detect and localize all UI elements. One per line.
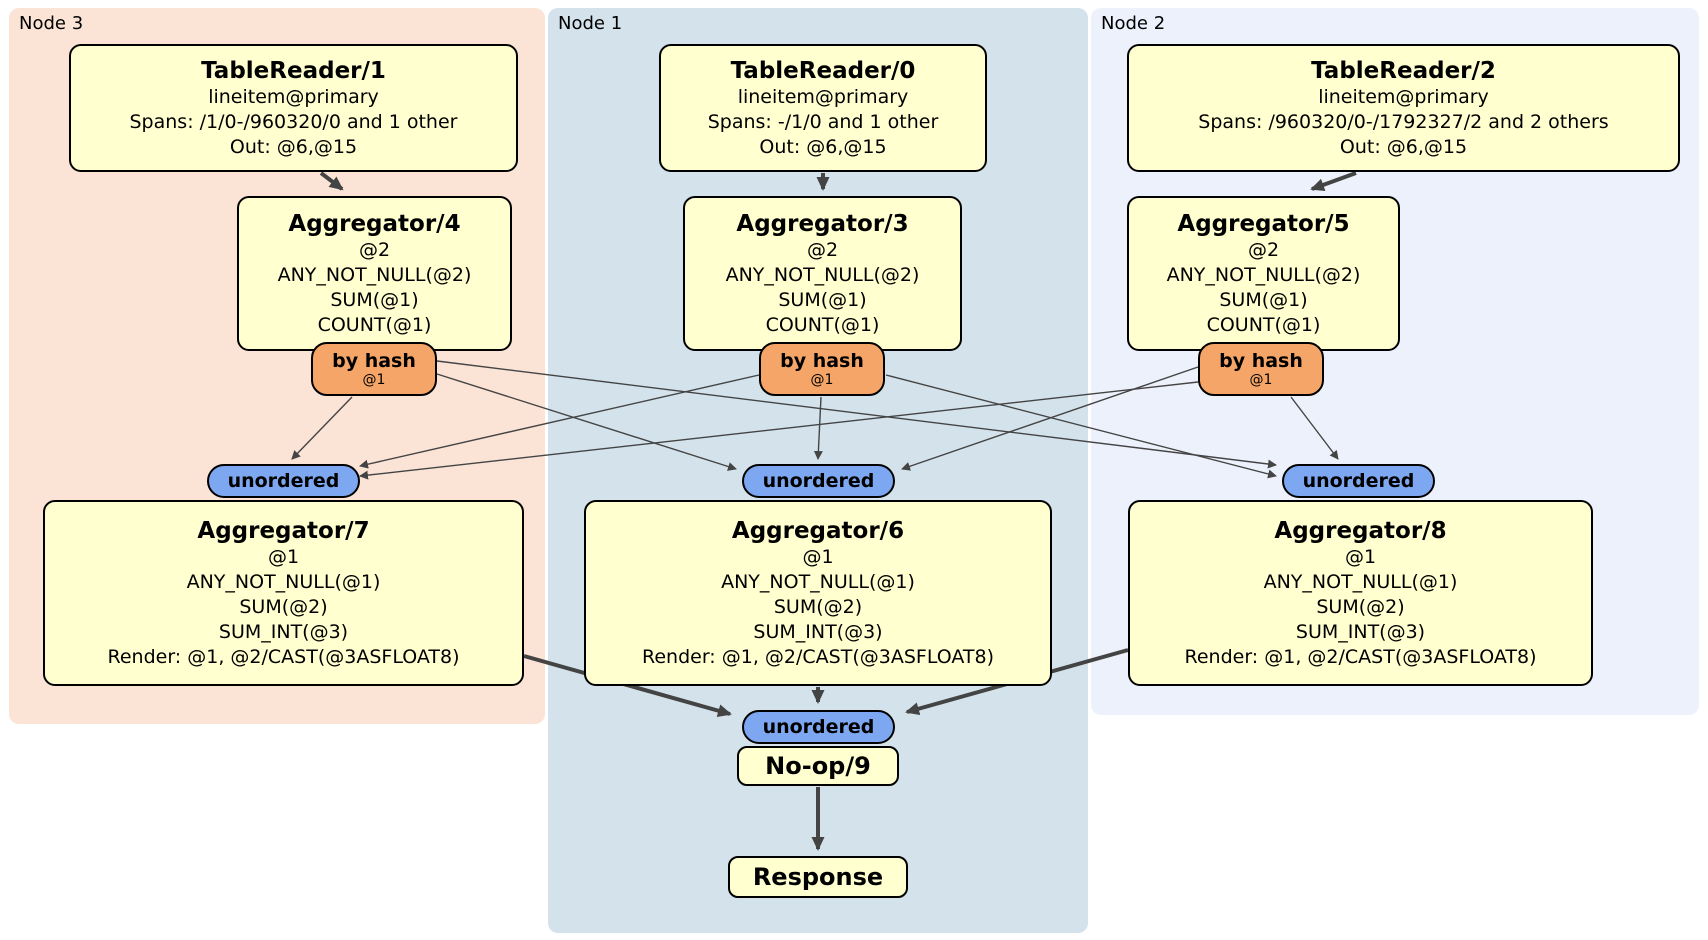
processor-detail: COUNT(@1) <box>1206 313 1321 336</box>
processor-detail: lineitem@primary <box>737 85 909 108</box>
processor-title: Aggregator/6 <box>731 517 905 544</box>
router-by-hash-label: by hash <box>1219 349 1303 372</box>
processor-detail: Spans: /960320/0-/1792327/2 and 2 others <box>1198 110 1609 133</box>
processor-detail: lineitem@primary <box>208 85 379 108</box>
processor-title: TableReader/1 <box>201 57 386 84</box>
processor-detail: @2 <box>1247 238 1280 261</box>
processor-aggregator-3: Aggregator/3 @2 ANY_NOT_NULL(@2) SUM(@1)… <box>683 196 962 351</box>
processor-aggregator-8: Aggregator/8 @1 ANY_NOT_NULL(@1) SUM(@2)… <box>1128 500 1593 686</box>
processor-detail: @1 <box>267 545 300 568</box>
processor-detail: SUM(@2) <box>239 595 328 618</box>
region-node3-label: Node 3 <box>19 13 84 34</box>
processor-detail: Render: @1, @2/CAST(@3ASFLOAT8) <box>642 645 994 668</box>
processor-detail: ANY_NOT_NULL(@1) <box>186 570 381 593</box>
processor-detail: Spans: -/1/0 and 1 other <box>707 110 939 133</box>
stream-unordered-node2: unordered <box>1282 464 1435 498</box>
processor-title: Aggregator/5 <box>1177 210 1350 237</box>
router-by-hash-node1: by hash @1 <box>759 342 885 396</box>
processor-detail: @1 <box>1344 545 1377 568</box>
processor-response: Response <box>728 856 908 898</box>
processor-detail: ANY_NOT_NULL(@2) <box>725 263 920 286</box>
processor-detail: Render: @1, @2/CAST(@3ASFLOAT8) <box>107 645 460 668</box>
processor-detail: ANY_NOT_NULL(@1) <box>721 570 915 593</box>
processor-detail: SUM(@1) <box>330 288 419 311</box>
router-by-hash-key: @1 <box>810 371 834 388</box>
processor-tablereader-2: TableReader/2 lineitem@primary Spans: /9… <box>1127 44 1680 172</box>
processor-detail: SUM(@2) <box>1316 595 1405 618</box>
processor-tablereader-1: TableReader/1 lineitem@primary Spans: /1… <box>69 44 518 172</box>
processor-detail: Spans: /1/0-/960320/0 and 1 other <box>129 110 458 133</box>
processor-detail: SUM(@1) <box>1219 288 1308 311</box>
stream-unordered-final: unordered <box>742 710 895 744</box>
processor-detail: @2 <box>358 238 391 261</box>
processor-detail: Render: @1, @2/CAST(@3ASFLOAT8) <box>1184 645 1537 668</box>
router-by-hash-label: by hash <box>332 349 416 372</box>
processor-detail: Out: @6,@15 <box>229 135 358 158</box>
stream-unordered-node3: unordered <box>207 464 360 498</box>
processor-aggregator-7: Aggregator/7 @1 ANY_NOT_NULL(@1) SUM(@2)… <box>43 500 524 686</box>
processor-noop-9: No-op/9 <box>737 746 899 786</box>
router-by-hash-key: @1 <box>1249 371 1273 388</box>
processor-detail: SUM(@2) <box>773 595 863 618</box>
processor-detail: ANY_NOT_NULL(@2) <box>1166 263 1361 286</box>
processor-detail: lineitem@primary <box>1318 85 1489 108</box>
processor-detail: @2 <box>806 238 839 261</box>
processor-title: Response <box>752 863 884 891</box>
processor-aggregator-5: Aggregator/5 @2 ANY_NOT_NULL(@2) SUM(@1)… <box>1127 196 1400 351</box>
processor-title: Aggregator/3 <box>736 210 909 237</box>
processor-title: Aggregator/7 <box>197 517 370 544</box>
processor-detail: Out: @6,@15 <box>759 135 887 158</box>
processor-aggregator-4: Aggregator/4 @2 ANY_NOT_NULL(@2) SUM(@1)… <box>237 196 512 351</box>
processor-title: Aggregator/4 <box>288 210 461 237</box>
processor-detail: ANY_NOT_NULL(@2) <box>277 263 472 286</box>
processor-tablereader-0: TableReader/0 lineitem@primary Spans: -/… <box>659 44 987 172</box>
router-by-hash-key: @1 <box>362 371 386 388</box>
processor-detail: @1 <box>802 545 834 568</box>
processor-title: Aggregator/8 <box>1274 517 1447 544</box>
router-by-hash-node3: by hash @1 <box>311 342 437 396</box>
region-node1-label: Node 1 <box>558 13 623 34</box>
processor-detail: COUNT(@1) <box>765 313 880 336</box>
region-node2-label: Node 2 <box>1101 13 1166 34</box>
router-by-hash-node2: by hash @1 <box>1198 342 1324 396</box>
processor-detail: COUNT(@1) <box>317 313 432 336</box>
processor-detail: SUM(@1) <box>778 288 867 311</box>
processor-detail: SUM_INT(@3) <box>753 620 883 643</box>
processor-aggregator-6: Aggregator/6 @1 ANY_NOT_NULL(@1) SUM(@2)… <box>584 500 1052 686</box>
processor-detail: SUM_INT(@3) <box>1295 620 1426 643</box>
stream-unordered-node1: unordered <box>742 464 895 498</box>
processor-title: TableReader/0 <box>730 57 916 84</box>
processor-detail: SUM_INT(@3) <box>218 620 349 643</box>
processor-detail: Out: @6,@15 <box>1339 135 1468 158</box>
router-by-hash-label: by hash <box>780 349 864 372</box>
processor-detail: ANY_NOT_NULL(@1) <box>1263 570 1458 593</box>
processor-title: TableReader/2 <box>1311 57 1496 84</box>
processor-title: No-op/9 <box>765 752 871 780</box>
